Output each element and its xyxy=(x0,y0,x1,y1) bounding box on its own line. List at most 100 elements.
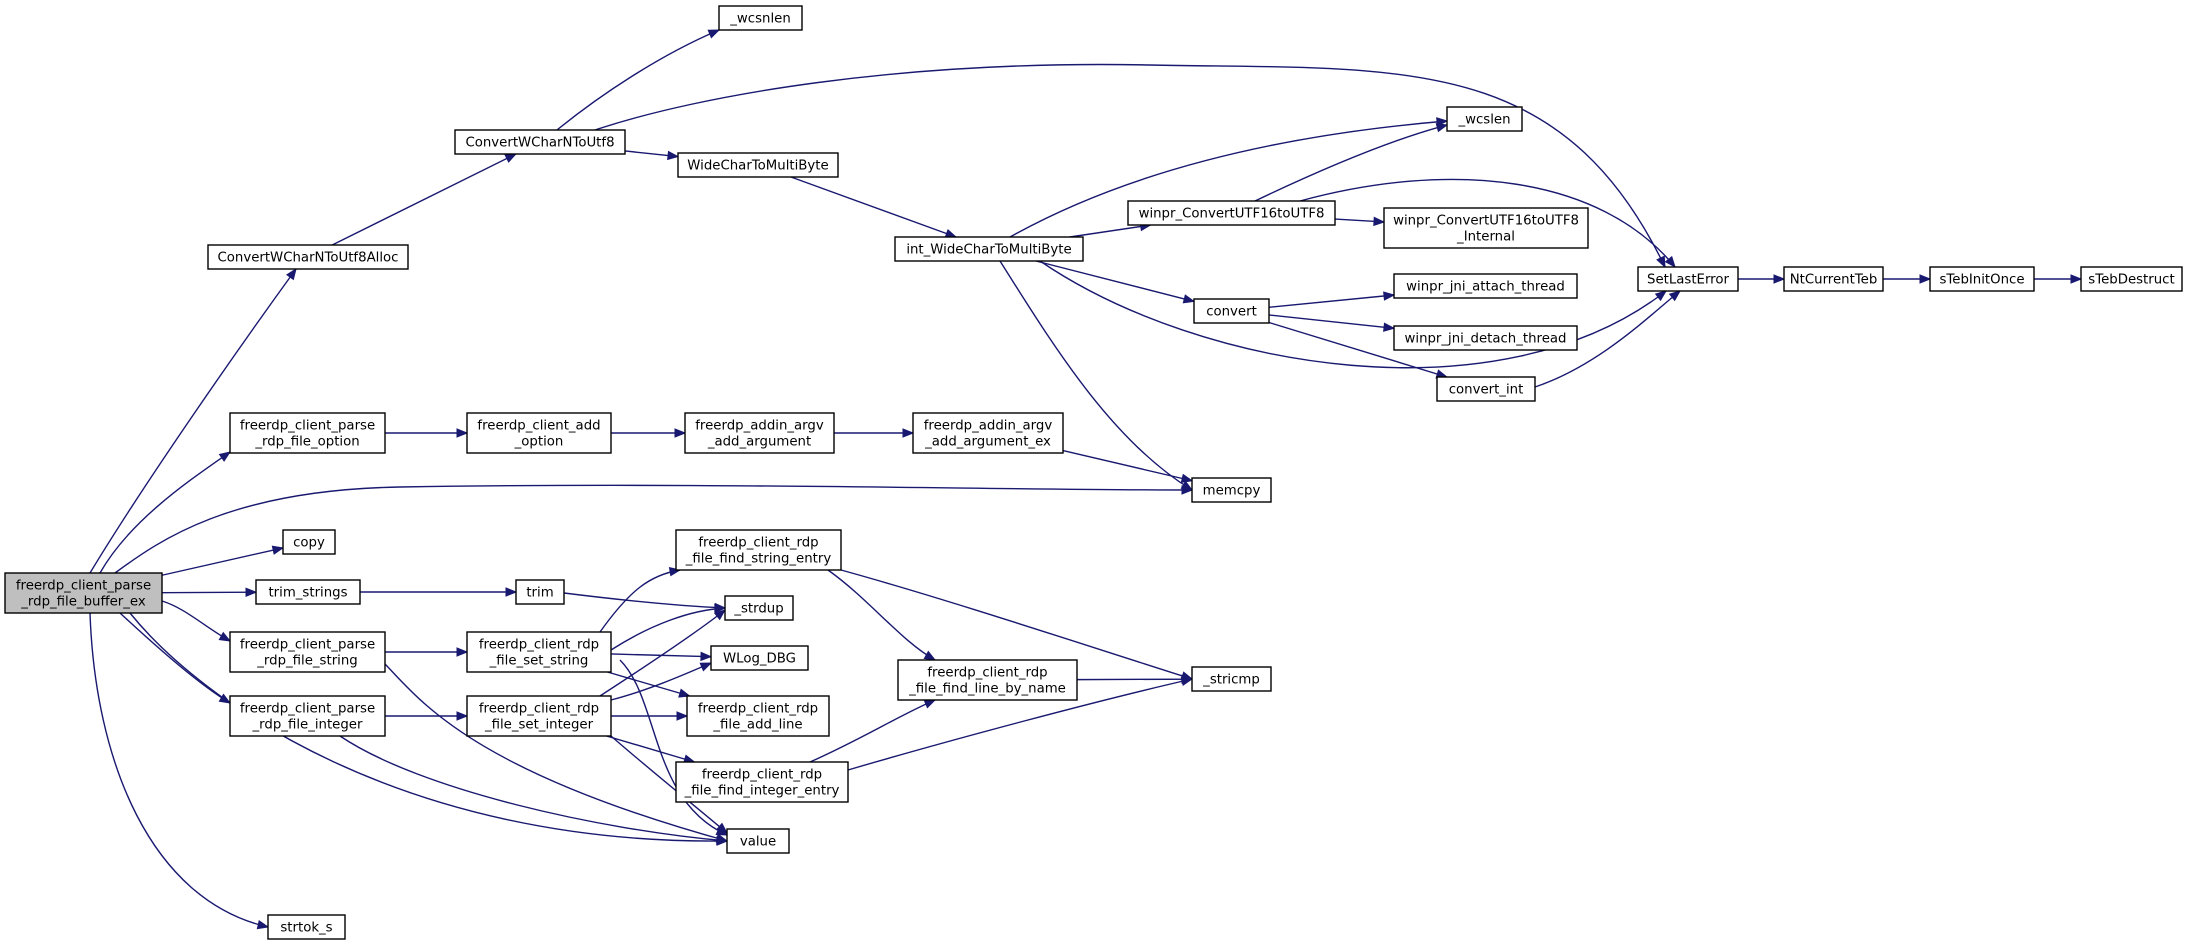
node-memcpy[interactable]: memcpy xyxy=(1191,477,1272,503)
node-winpr-jni-detach-thread[interactable]: winpr_jni_detach_thread xyxy=(1393,325,1578,351)
node-value[interactable]: value xyxy=(726,828,790,854)
node-strtok-s[interactable]: strtok_s xyxy=(267,914,346,940)
edge-line xyxy=(563,592,726,609)
edge-root-to-value xyxy=(129,612,729,846)
edge-line xyxy=(1534,290,1681,388)
node-winpr-jni-attach-thread[interactable]: winpr_jni_attach_thread xyxy=(1393,273,1578,299)
node-label: ConvertWCharNToUtf8 xyxy=(465,136,614,151)
edge-addin_argv_add_argument_ex-to-memcpy xyxy=(1062,449,1194,483)
arrowhead-icon xyxy=(271,545,285,555)
node-label: convert_int xyxy=(1449,383,1524,398)
node-convert-int[interactable]: convert_int xyxy=(1436,376,1536,402)
node-box xyxy=(282,529,336,555)
node-add-line[interactable]: freerdp_client_rdp_file_add_line xyxy=(686,695,830,737)
node-sTebDestruct[interactable]: sTebDestruct xyxy=(2080,266,2183,292)
node-convert[interactable]: convert xyxy=(1193,298,1270,324)
node-find-line-by-name[interactable]: freerdp_client_rdp_file_find_line_by_nam… xyxy=(897,659,1078,701)
edge-winpr_ConvertUTF16toUTF8-to-_wcslen xyxy=(1254,123,1449,202)
node-set-string[interactable]: freerdp_client_rdp_file_set_string xyxy=(466,631,612,673)
node-parse-string[interactable]: freerdp_client_parse_rdp_file_string xyxy=(229,631,386,673)
arrowhead-icon xyxy=(923,650,937,661)
node-label: _option xyxy=(514,435,564,450)
node-NtCurrentTeb[interactable]: NtCurrentTeb xyxy=(1783,266,1884,292)
edge-parse_integer-to-set_integer xyxy=(385,711,469,721)
arrowhead-icon xyxy=(699,662,713,672)
node-parse-option[interactable]: freerdp_client_parse_rdp_file_option xyxy=(229,412,386,454)
edge-parse_string-to-value xyxy=(384,663,729,843)
node-copy[interactable]: copy xyxy=(282,529,336,555)
edge-line xyxy=(339,735,728,842)
edge-root-to-strtok_s xyxy=(89,612,270,930)
edge-line xyxy=(1009,120,1448,238)
node-box xyxy=(894,236,1084,262)
node-box xyxy=(1637,266,1739,292)
node-label: winpr_jni_detach_thread xyxy=(1405,332,1567,347)
node-box xyxy=(2080,266,2183,292)
node-winpr-ConvertUTF16toUTF8-Internal[interactable]: winpr_ConvertUTF16toUTF8_Internal xyxy=(1383,207,1589,249)
node-wcsnlen[interactable]: _wcsnlen xyxy=(718,5,803,31)
arrowhead-icon xyxy=(716,835,729,845)
node-stricmp[interactable]: _stricmp xyxy=(1191,666,1272,692)
node-box xyxy=(466,631,612,673)
edge-line xyxy=(161,600,231,642)
node-addin-argv-add-argument-ex[interactable]: freerdp_addin_argv_add_argument_ex xyxy=(912,412,1064,454)
node-root[interactable]: freerdp_client_parse_rdp_file_buffer_ex xyxy=(4,572,163,614)
edge-trim-to-_strdup xyxy=(563,592,727,613)
node-WideCharToMultiByte[interactable]: WideCharToMultiByte xyxy=(677,152,839,178)
node-strdup[interactable]: _strdup xyxy=(724,595,794,621)
node-SetLastError[interactable]: SetLastError xyxy=(1637,266,1739,292)
edge-find_line_by_name-to-_stricmp xyxy=(1076,674,1194,684)
node-parse-integer[interactable]: freerdp_client_parse_rdp_file_integer xyxy=(229,695,386,737)
call-graph-edges xyxy=(89,29,2083,930)
node-label: _add_argument_ex xyxy=(924,435,1051,450)
node-label: _wcsnlen xyxy=(729,12,791,27)
arrowhead-icon xyxy=(715,822,729,834)
node-label: _file_find_integer_entry xyxy=(684,784,840,799)
edge-root-to-parse_string xyxy=(161,600,232,642)
node-box xyxy=(255,579,361,605)
node-find-string-entry[interactable]: freerdp_client_rdp_file_find_string_entr… xyxy=(675,529,842,571)
node-label: int_WideCharToMultiByte xyxy=(906,243,1071,258)
node-ConvertWCharNToUtf8Alloc[interactable]: ConvertWCharNToUtf8Alloc xyxy=(207,244,409,270)
node-set-integer[interactable]: freerdp_client_rdp_file_set_integer xyxy=(466,695,612,737)
node-WLog-DBG[interactable]: WLog_DBG xyxy=(710,645,809,671)
node-label: freerdp_client_parse xyxy=(16,579,151,594)
node-ConvertWCharNToUtf8[interactable]: ConvertWCharNToUtf8 xyxy=(454,129,626,155)
node-wcslen[interactable]: _wcslen xyxy=(1446,106,1523,132)
edge-client_add_option-to-addin_argv_add_argument xyxy=(611,428,687,438)
node-label: _add_argument xyxy=(707,435,811,450)
node-box xyxy=(677,152,839,178)
edge-set_integer-to-value xyxy=(610,735,729,834)
node-label: _Internal xyxy=(1456,230,1515,245)
node-trim-strings[interactable]: trim_strings xyxy=(255,579,361,605)
edge-convert_int-to-SetLastError xyxy=(1534,290,1682,388)
node-label: freerdp_client_rdp xyxy=(702,768,822,783)
node-label: _file_set_string xyxy=(489,654,589,669)
node-box xyxy=(4,572,163,614)
edge-line xyxy=(129,612,728,842)
node-label: _file_set_integer xyxy=(484,718,594,733)
node-box xyxy=(897,659,1078,701)
edge-addin_argv_add_argument-to-addin_argv_add_argument_ex xyxy=(834,428,915,438)
node-winpr-ConvertUTF16toUTF8[interactable]: winpr_ConvertUTF16toUTF8 xyxy=(1127,200,1336,226)
edge-line xyxy=(99,451,231,574)
arrowhead-icon xyxy=(1773,274,1786,284)
node-label: _stricmp xyxy=(1202,673,1260,688)
edge-line xyxy=(610,735,728,834)
node-box xyxy=(1436,376,1536,402)
node-find-integer-entry[interactable]: freerdp_client_rdp_file_find_integer_ent… xyxy=(675,761,849,803)
edge-set_string-to-_strdup xyxy=(610,603,727,651)
edge-SetLastError-to-NtCurrentTeb xyxy=(1738,274,1786,284)
edge-line xyxy=(790,176,957,238)
edge-root-to-parse_integer xyxy=(119,612,232,704)
arrowhead-icon xyxy=(2070,274,2083,284)
node-int-WideCharToMultiByte[interactable]: int_WideCharToMultiByte xyxy=(894,236,1084,262)
node-client-add-option[interactable]: freerdp_client_add_option xyxy=(466,412,612,454)
node-box xyxy=(229,631,386,673)
arrowhead-icon xyxy=(504,153,517,163)
node-sTebInitOnce[interactable]: sTebInitOnce xyxy=(1929,266,2035,292)
node-trim[interactable]: trim xyxy=(515,579,565,605)
node-addin-argv-add-argument[interactable]: freerdp_addin_argv_add_argument xyxy=(684,412,835,454)
arrowhead-icon xyxy=(714,603,727,614)
arrowhead-icon xyxy=(1654,290,1668,302)
